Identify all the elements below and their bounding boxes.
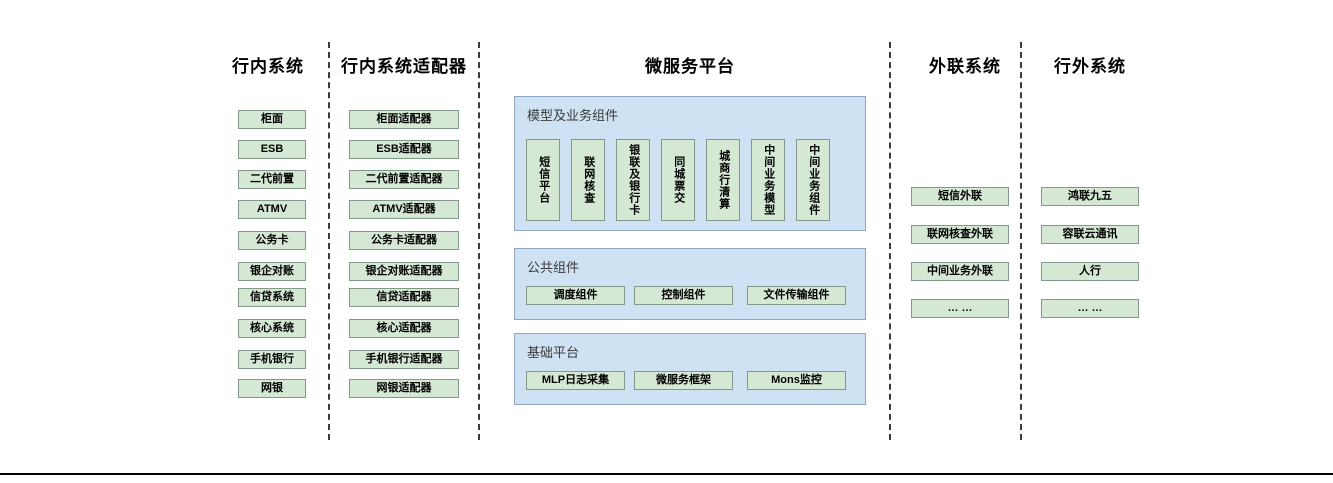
panel-title-model-business-components: 模型及业务组件 (527, 108, 619, 123)
internal-system-item[interactable]: 网银 (238, 379, 306, 398)
adapter-item[interactable]: 银企对账适配器 (349, 262, 459, 281)
divider-internal-adapter (328, 42, 330, 440)
public-component-box[interactable]: 控制组件 (634, 286, 733, 305)
public-component-box[interactable]: 调度组件 (526, 286, 625, 305)
internal-system-item[interactable]: ESB (238, 140, 306, 159)
internal-system-item[interactable]: 核心系统 (238, 319, 306, 338)
adapter-item[interactable]: 核心适配器 (349, 319, 459, 338)
model-component-label: 中间业务组件 (807, 144, 820, 216)
adapter-item[interactable]: 网银适配器 (349, 379, 459, 398)
outside-system-item[interactable]: … … (1041, 299, 1139, 318)
model-component-label: 城商行清算 (717, 150, 730, 210)
panel-title-public-components: 公共组件 (527, 260, 580, 275)
model-component-box[interactable]: 短信平台 (526, 139, 560, 221)
base-platform-box[interactable]: MLP日志采集 (526, 371, 625, 390)
internal-system-item[interactable]: 柜面 (238, 110, 306, 129)
outside-system-item[interactable]: 人行 (1041, 262, 1139, 281)
model-component-box[interactable]: 同城票交 (661, 139, 695, 221)
internal-system-item[interactable]: 二代前置 (238, 170, 306, 189)
model-component-label: 中间业务模型 (762, 144, 775, 216)
model-component-box[interactable]: 城商行清算 (706, 139, 740, 221)
model-component-label: 银联及银行卡 (627, 144, 640, 216)
model-component-label: 同城票交 (672, 156, 685, 204)
internal-system-item[interactable]: ATMV (238, 200, 306, 219)
model-component-box[interactable]: 联网核查 (571, 139, 605, 221)
panel-title-base-platform: 基础平台 (527, 345, 580, 360)
outside-system-item[interactable]: 容联云通讯 (1041, 225, 1139, 244)
internal-system-item[interactable]: 信贷系统 (238, 288, 306, 307)
external-link-item[interactable]: 联网核查外联 (911, 225, 1009, 244)
external-link-item[interactable]: … … (911, 299, 1009, 318)
divider-external-outside (1020, 42, 1022, 440)
adapter-item[interactable]: 信贷适配器 (349, 288, 459, 307)
column-title-adapter: 行内系统适配器 (341, 57, 467, 76)
adapter-item[interactable]: 公务卡适配器 (349, 231, 459, 250)
adapter-item[interactable]: ATMV适配器 (349, 200, 459, 219)
column-title-external-link: 外联系统 (929, 57, 1001, 76)
internal-system-item[interactable]: 银企对账 (238, 262, 306, 281)
panel-public-components: 公共组件 (514, 248, 866, 320)
model-component-label: 短信平台 (537, 156, 550, 204)
public-component-box[interactable]: 文件传输组件 (747, 286, 846, 305)
adapter-item[interactable]: 柜面适配器 (349, 110, 459, 129)
outside-system-item[interactable]: 鸿联九五 (1041, 187, 1139, 206)
column-title-platform: 微服务平台 (645, 57, 735, 76)
adapter-item[interactable]: ESB适配器 (349, 140, 459, 159)
column-title-outside: 行外系统 (1054, 57, 1126, 76)
external-link-item[interactable]: 中间业务外联 (911, 262, 1009, 281)
model-component-box[interactable]: 中间业务组件 (796, 139, 830, 221)
base-platform-box[interactable]: 微服务框架 (634, 371, 733, 390)
model-component-box[interactable]: 银联及银行卡 (616, 139, 650, 221)
panel-base-platform: 基础平台 (514, 333, 866, 405)
internal-system-item[interactable]: 手机银行 (238, 350, 306, 369)
model-component-label: 联网核查 (582, 156, 595, 204)
adapter-item[interactable]: 二代前置适配器 (349, 170, 459, 189)
adapter-item[interactable]: 手机银行适配器 (349, 350, 459, 369)
divider-platform-external (889, 42, 891, 440)
column-title-internal: 行内系统 (232, 57, 304, 76)
model-component-box[interactable]: 中间业务模型 (751, 139, 785, 221)
external-link-item[interactable]: 短信外联 (911, 187, 1009, 206)
divider-adapter-platform (478, 42, 480, 440)
bottom-divider (0, 473, 1333, 475)
internal-system-item[interactable]: 公务卡 (238, 231, 306, 250)
base-platform-box[interactable]: Mons监控 (747, 371, 846, 390)
